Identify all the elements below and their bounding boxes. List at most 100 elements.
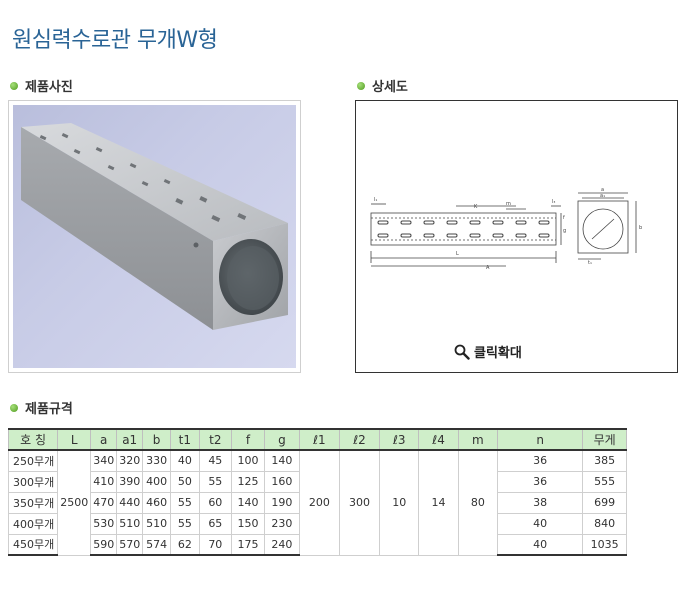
cell-f: 125 xyxy=(230,470,266,493)
cell-a1: 570 xyxy=(116,533,144,556)
cell-weight: 385 xyxy=(582,449,627,472)
cell-a1: 440 xyxy=(116,491,144,514)
header-cell: m xyxy=(457,428,499,451)
cell-t2: 70 xyxy=(198,533,232,556)
header-cell: L xyxy=(57,428,92,451)
cell-t1: 62 xyxy=(169,533,200,556)
svg-text:f: f xyxy=(563,215,565,221)
svg-text:K: K xyxy=(474,204,478,210)
svg-text:a: a xyxy=(601,187,604,193)
svg-text:l₁: l₁ xyxy=(374,197,377,203)
cell-t1: 55 xyxy=(169,491,200,514)
header-cell: a xyxy=(90,428,118,451)
header-cell: ℓ4 xyxy=(418,428,459,451)
cell-n: 36 xyxy=(497,449,584,472)
cell-weight: 840 xyxy=(582,512,627,535)
header-cell: 무게 xyxy=(582,428,627,451)
table-row: 450무개 590 570 574 62 70 175 240 40 1035 xyxy=(7,533,627,556)
cell-a: 340 xyxy=(90,449,118,472)
cell-a1: 320 xyxy=(116,449,144,472)
header-cell: t1 xyxy=(169,428,200,451)
table-row: 250무개 2500 340 320 330 40 45 100 140 200… xyxy=(7,449,627,556)
cell-f: 150 xyxy=(230,512,266,535)
cell-name: 400무개 xyxy=(7,512,59,535)
cell-a: 410 xyxy=(90,470,118,493)
cell-name: 450무개 xyxy=(7,533,59,556)
cell-t2: 55 xyxy=(198,470,232,493)
section-detail-label: 상세도 xyxy=(357,76,408,95)
detail-drawing-frame[interactable]: l₁ K m l₃ f g L A a a₁ b t₁ 클릭확대 xyxy=(355,100,678,373)
cell-b: 574 xyxy=(142,533,171,556)
cell-name: 350무개 xyxy=(7,491,59,514)
cell-f: 100 xyxy=(230,449,266,472)
cell-n: 40 xyxy=(497,512,584,535)
green-dot-icon xyxy=(357,81,365,90)
cell-t2: 45 xyxy=(198,449,232,472)
header-cell: b xyxy=(142,428,171,451)
header-cell: f xyxy=(230,428,266,451)
cell-b: 510 xyxy=(142,512,171,535)
cell-weight: 699 xyxy=(582,491,627,514)
section-spec-label: 제품규격 xyxy=(10,398,73,417)
technical-drawing: l₁ K m l₃ f g L A a a₁ b t₁ xyxy=(370,187,642,271)
header-cell: n xyxy=(497,428,584,451)
photo-label-text: 제품사진 xyxy=(25,80,73,95)
magnifier-icon xyxy=(454,344,470,360)
svg-text:g: g xyxy=(563,228,566,234)
spec-label-text: 제품규격 xyxy=(25,402,73,417)
cell-l1: 200 xyxy=(298,449,340,556)
svg-text:t₁: t₁ xyxy=(588,260,592,266)
cell-l3: 10 xyxy=(379,449,420,556)
svg-text:l₃: l₃ xyxy=(552,199,555,205)
svg-text:A: A xyxy=(486,265,490,271)
page-title: 원심력수로관 무개W형 xyxy=(12,28,218,53)
cell-n: 40 xyxy=(497,533,584,556)
detail-label-text: 상세도 xyxy=(372,80,408,95)
header-cell: ℓ3 xyxy=(379,428,420,451)
cell-g: 140 xyxy=(264,449,300,472)
header-cell: t2 xyxy=(198,428,232,451)
cell-l2: 300 xyxy=(338,449,381,556)
spec-table: 호 칭 L a a1 b t1 t2 f g ℓ1 ℓ2 ℓ3 ℓ4 m n 무… xyxy=(7,428,627,556)
cell-weight: 1035 xyxy=(582,533,627,556)
cell-t1: 40 xyxy=(169,449,200,472)
cell-t1: 50 xyxy=(169,470,200,493)
cell-t2: 65 xyxy=(198,512,232,535)
table-row: 400무개 530 510 510 55 65 150 230 40 840 xyxy=(7,512,627,535)
cell-L: 2500 xyxy=(57,449,92,556)
spec-header-row: 호 칭 L a a1 b t1 t2 f g ℓ1 ℓ2 ℓ3 ℓ4 m n 무… xyxy=(7,428,627,451)
zoom-label: 클릭확대 xyxy=(474,346,522,361)
cell-b: 330 xyxy=(142,449,171,472)
green-dot-icon xyxy=(10,81,18,90)
cell-n: 36 xyxy=(497,470,584,493)
cell-b: 400 xyxy=(142,470,171,493)
cell-f: 140 xyxy=(230,491,266,514)
cell-b: 460 xyxy=(142,491,171,514)
cell-g: 160 xyxy=(264,470,300,493)
zoom-button[interactable]: 클릭확대 xyxy=(454,342,522,361)
section-photo-label: 제품사진 xyxy=(10,76,73,95)
product-photo xyxy=(13,105,296,368)
cell-a: 530 xyxy=(90,512,118,535)
cell-a: 470 xyxy=(90,491,118,514)
svg-text:L: L xyxy=(456,251,459,257)
svg-text:m: m xyxy=(506,201,511,207)
cell-l4: 14 xyxy=(418,449,459,556)
concrete-channel-image xyxy=(21,123,288,330)
svg-text:a₁: a₁ xyxy=(600,193,605,199)
svg-text:b: b xyxy=(639,225,642,231)
cell-a1: 390 xyxy=(116,470,144,493)
cell-g: 190 xyxy=(264,491,300,514)
header-cell: 호 칭 xyxy=(7,428,59,451)
header-cell: ℓ2 xyxy=(338,428,381,451)
cell-g: 230 xyxy=(264,512,300,535)
header-cell: g xyxy=(264,428,300,451)
table-row: 350무개 470 440 460 55 60 140 190 38 699 xyxy=(7,491,627,514)
header-cell: a1 xyxy=(116,428,144,451)
cell-n: 38 xyxy=(497,491,584,514)
cell-f: 175 xyxy=(230,533,266,556)
green-dot-icon xyxy=(10,403,18,412)
product-photo-frame xyxy=(8,100,301,373)
cell-t1: 55 xyxy=(169,512,200,535)
cell-a: 590 xyxy=(90,533,118,556)
